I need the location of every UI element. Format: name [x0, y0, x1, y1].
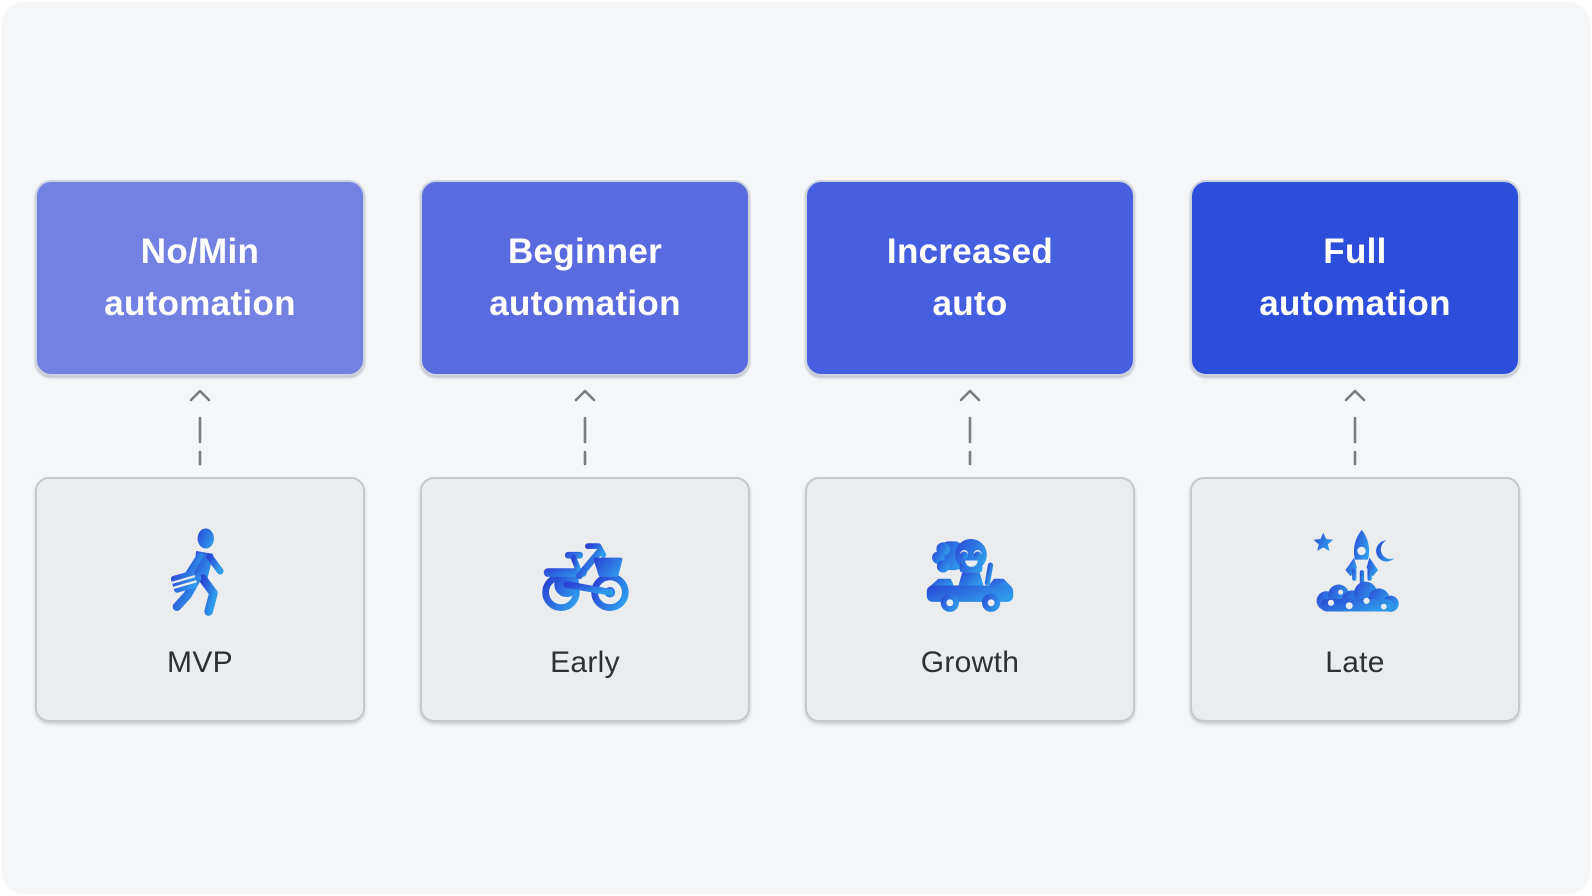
phase-card-late: Late	[1190, 477, 1520, 722]
phase-label: MVP	[167, 645, 233, 679]
connector-zone	[187, 376, 213, 477]
stage-box-line: automation	[104, 284, 296, 323]
stage-box-line: automation	[489, 284, 681, 323]
bicycle-icon	[542, 542, 629, 611]
icon-wrap	[920, 524, 1020, 624]
car-driver-icon	[926, 538, 1014, 612]
stage-column-mvp: No/Min automation	[35, 180, 365, 722]
walking-person-icon	[170, 527, 224, 616]
stage-box-line: Full	[1323, 231, 1387, 271]
connector-zone	[572, 376, 598, 477]
icon-wrap	[1305, 524, 1405, 624]
phase-label: Early	[550, 645, 620, 679]
up-arrow-connector	[574, 389, 596, 466]
connector-zone	[957, 376, 983, 477]
stage-column-late: Full automation	[1190, 180, 1520, 722]
stage-column-growth: Increased auto	[805, 180, 1135, 722]
stage-grid: No/Min automation	[35, 180, 1520, 722]
rocket-launch-icon	[1313, 529, 1399, 612]
automation-stage-box-no-min: No/Min automation	[35, 180, 365, 376]
connector-zone	[1342, 376, 1368, 477]
icon-wrap	[150, 524, 250, 624]
stage-box-line: auto	[932, 284, 1008, 323]
stage-box-line: Increased	[886, 231, 1054, 271]
stage-box-line: No/Min	[140, 231, 260, 271]
phase-label: Growth	[920, 645, 1020, 679]
automation-stage-box-beginner: Beginner automation	[420, 180, 750, 376]
automation-stage-box-full: Full automation	[1190, 180, 1520, 376]
icon-wrap	[535, 524, 635, 624]
up-arrow-connector	[189, 389, 211, 466]
stage-column-early: Beginner automation	[420, 180, 750, 722]
phase-card-early: Early	[420, 477, 750, 722]
phase-card-mvp: MVP	[35, 477, 365, 722]
phase-label: Late	[1325, 645, 1385, 679]
up-arrow-connector	[959, 389, 981, 466]
stage-box-line: Beginner	[507, 231, 663, 271]
phase-card-growth: Growth	[805, 477, 1135, 722]
automation-stage-box-increased: Increased auto	[805, 180, 1135, 376]
up-arrow-connector	[1344, 389, 1366, 466]
stage-box-line: automation	[1259, 284, 1451, 323]
